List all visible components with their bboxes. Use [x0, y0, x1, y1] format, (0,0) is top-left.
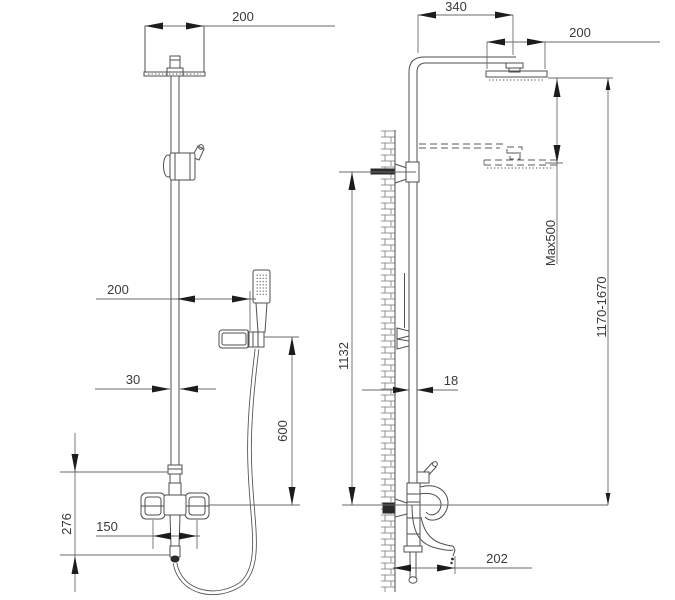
overhead-shower-front [143, 25, 206, 77]
dim-label-head-width: 200 [232, 9, 254, 24]
dim-handle-spacing: 150 [96, 519, 200, 549]
dim-pipe-depth: 18 [362, 373, 458, 394]
slide-holder [163, 144, 205, 181]
dim-pipe-width: 30 [95, 372, 216, 393]
dim-arm-projection: 340 [417, 0, 514, 55]
shower-hose [172, 348, 260, 595]
dim-label-height-range: 1170-1670 [594, 276, 609, 337]
dim-spout-reach: 202 [393, 551, 532, 574]
dim-riser-height: 1132 [336, 171, 416, 505]
overhead-shower-side [485, 62, 548, 81]
dim-label-hose-drop: 600 [275, 420, 290, 442]
dim-head-width: 200 [145, 9, 335, 30]
dim-label-hand-shower-offset: 200 [107, 282, 129, 297]
riser-pipe-front [170, 76, 180, 465]
wall-section [381, 130, 396, 592]
hand-shower-holder [218, 329, 265, 349]
dim-label-spout-reach: 202 [486, 551, 508, 566]
dim-height-range: 1170-1670 [594, 78, 611, 505]
dim-label-max-drop: Max500 [543, 220, 558, 266]
mixer-faucet-side [382, 461, 456, 584]
dim-label-head-depth: 200 [569, 25, 591, 40]
dim-label-riser-height: 1132 [336, 342, 351, 370]
hand-shower-side [396, 273, 410, 350]
dim-max-drop: Max500 [543, 77, 613, 266]
dim-body-height: 276 [59, 433, 170, 592]
mixer-faucet-front [140, 464, 210, 563]
dim-label-pipe-depth: 18 [444, 373, 458, 388]
side-view: 340 200 Max500 1170-1670 [336, 0, 660, 592]
lowered-position-dashed [419, 143, 558, 169]
dim-label-pipe-width: 30 [126, 372, 140, 387]
dim-label-body-height: 276 [59, 513, 74, 535]
wall-bracket-top [370, 161, 420, 184]
dim-hose-drop: 600 [264, 336, 299, 505]
riser-pipe-side [408, 56, 516, 505]
hand-shower [252, 269, 271, 333]
front-view: 200 200 30 600 [59, 9, 335, 595]
dim-head-depth: 200 [486, 25, 660, 69]
dim-hand-shower-offset: 200 [96, 282, 256, 331]
dim-label-arm-projection: 340 [445, 0, 467, 14]
dim-label-handle-spacing: 150 [96, 519, 118, 534]
